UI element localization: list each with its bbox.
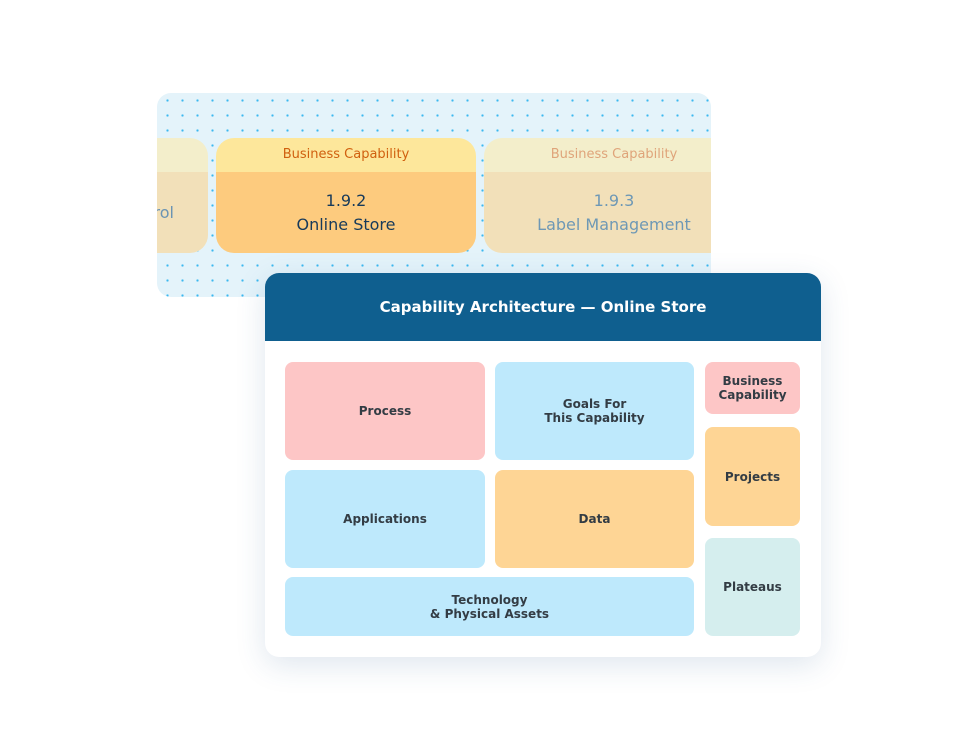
capability-card-label-management[interactable]: Business Capability 1.9.3 Label Manageme… [484, 138, 711, 253]
panel-title: Capability Architecture — Online Store [265, 273, 821, 341]
process-block[interactable]: Process [285, 362, 485, 460]
projects-block[interactable]: Projects [705, 427, 800, 526]
data-block[interactable]: Data [495, 470, 694, 568]
capability-architecture-panel: Capability Architecture — Online Store P… [265, 273, 821, 657]
applications-block[interactable]: Applications [285, 470, 485, 568]
card-header: Business Capability [484, 138, 711, 172]
card-number: 1.9.2 [325, 190, 367, 210]
card-header: Business Capability [216, 138, 476, 172]
capability-strip: rol Business Capability 1.9.2 Online Sto… [157, 93, 711, 297]
card-number: 1.9.3 [593, 190, 635, 210]
plateaus-block[interactable]: Plateaus [705, 538, 800, 636]
card-name: Label Management [537, 214, 691, 234]
technology-block[interactable]: Technology & Physical Assets [285, 577, 694, 636]
business-capability-block[interactable]: Business Capability [705, 362, 800, 414]
card-name: Online Store [296, 214, 396, 234]
card-name: rol [157, 202, 174, 222]
card-header [157, 138, 208, 172]
capability-card-online-store[interactable]: Business Capability 1.9.2 Online Store [216, 138, 476, 253]
goals-block[interactable]: Goals For This Capability [495, 362, 694, 460]
capability-card-previous[interactable]: rol [157, 138, 208, 253]
